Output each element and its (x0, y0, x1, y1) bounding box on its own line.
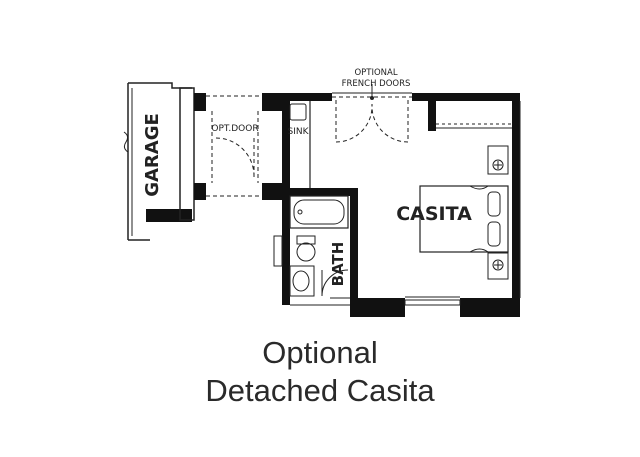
sink-icon (289, 103, 307, 121)
garage-area: GARAGE (123, 82, 195, 241)
bed (419, 185, 509, 253)
breezeway: OPT.DOOR (194, 93, 282, 200)
vanity-sink-icon (289, 265, 315, 297)
bath-label: BATH (329, 242, 347, 287)
floor-plan: GARAGE OPT.DOOR (123, 68, 521, 317)
toilet-icon (296, 235, 316, 245)
french-doors-label-line2: FRENCH DOORS (342, 79, 411, 89)
caption-line-1: Optional (262, 335, 378, 370)
casita-label: CASITA (396, 203, 472, 225)
french-doors-label-line1: OPTIONAL (354, 68, 397, 78)
door-swing (215, 137, 255, 177)
bottom-window (404, 299, 461, 306)
sink-area: SINK (287, 101, 311, 190)
caption-line-2: Detached Casita (205, 373, 435, 408)
sink-label: SINK (287, 127, 309, 137)
nightstand-bottom (487, 252, 509, 280)
optional-french-doors: OPTIONAL FRENCH DOORS (332, 68, 412, 143)
pillow (487, 191, 501, 217)
pillow (487, 221, 501, 247)
opt-door-label: OPT.DOOR (211, 124, 258, 134)
bedroom-furniture (419, 145, 509, 280)
garage-label: GARAGE (142, 113, 163, 197)
bathtub-icon (289, 195, 349, 229)
closet (428, 101, 512, 131)
nightstand-top (487, 145, 509, 175)
bathroom: BATH (273, 188, 358, 305)
